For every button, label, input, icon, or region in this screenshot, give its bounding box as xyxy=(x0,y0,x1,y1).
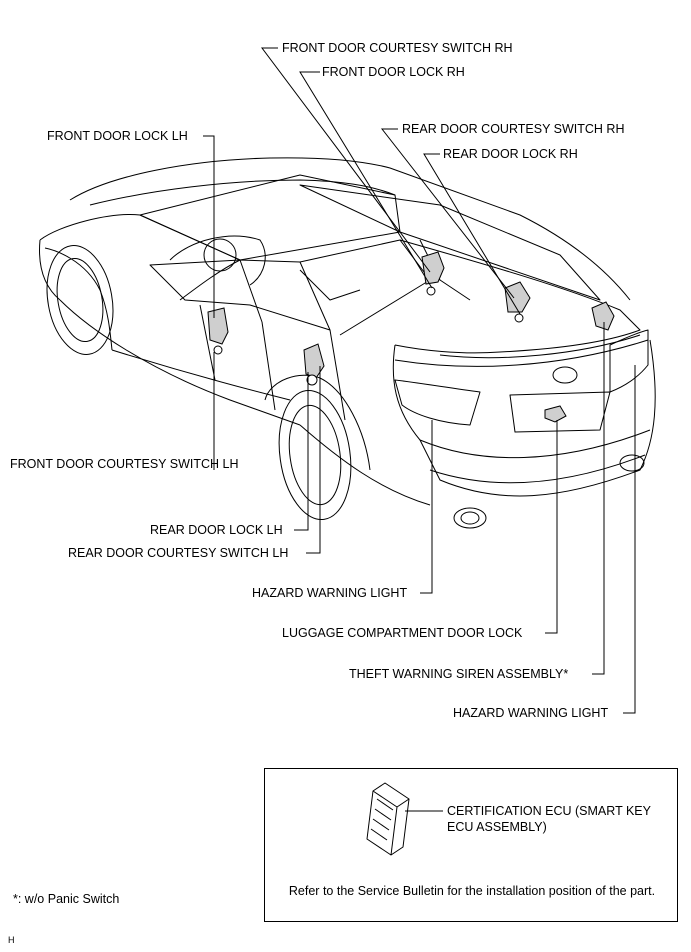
leader-lines xyxy=(203,47,636,714)
footnote: *: w/o Panic Switch xyxy=(13,892,120,906)
ecu-illustration xyxy=(366,782,443,856)
label-rear-door-courtesy-switch-rh: REAR DOOR COURTESY SWITCH RH xyxy=(402,122,625,136)
ecu-label-line1: CERTIFICATION ECU (SMART KEY xyxy=(447,804,651,818)
ecu-info-box: CERTIFICATION ECU (SMART KEY ECU ASSEMBL… xyxy=(264,768,678,922)
corner-mark: H xyxy=(8,935,15,945)
label-rear-door-lock-rh: REAR DOOR LOCK RH xyxy=(443,147,578,161)
component-front-door-lh xyxy=(207,307,229,355)
ecu-label-line2: ECU ASSEMBLY) xyxy=(447,820,547,834)
label-front-door-lock-rh: FRONT DOOR LOCK RH xyxy=(322,65,465,79)
component-front-door-rh xyxy=(421,251,445,296)
car-body xyxy=(39,157,656,529)
label-hazard-warning-light-1: HAZARD WARNING LIGHT xyxy=(252,586,408,600)
component-trunk-lock xyxy=(544,405,567,423)
ecu-note: Refer to the Service Bulletin for the in… xyxy=(288,884,656,898)
label-luggage-compartment-door-lock: LUGGAGE COMPARTMENT DOOR LOCK xyxy=(282,626,523,640)
label-hazard-warning-light-2: HAZARD WARNING LIGHT xyxy=(453,706,609,720)
label-front-door-courtesy-switch-lh: FRONT DOOR COURTESY SWITCH LH xyxy=(10,457,239,471)
label-rear-door-courtesy-switch-lh: REAR DOOR COURTESY SWITCH LH xyxy=(68,546,289,560)
component-siren xyxy=(591,301,615,331)
label-front-door-courtesy-switch-rh: FRONT DOOR COURTESY SWITCH RH xyxy=(282,41,513,55)
label-rear-door-lock-lh: REAR DOOR LOCK LH xyxy=(150,523,283,537)
component-rear-door-rh xyxy=(504,281,531,323)
label-theft-warning-siren-assembly: THEFT WARNING SIREN ASSEMBLY* xyxy=(349,667,569,681)
label-front-door-lock-lh: FRONT DOOR LOCK LH xyxy=(47,129,188,143)
